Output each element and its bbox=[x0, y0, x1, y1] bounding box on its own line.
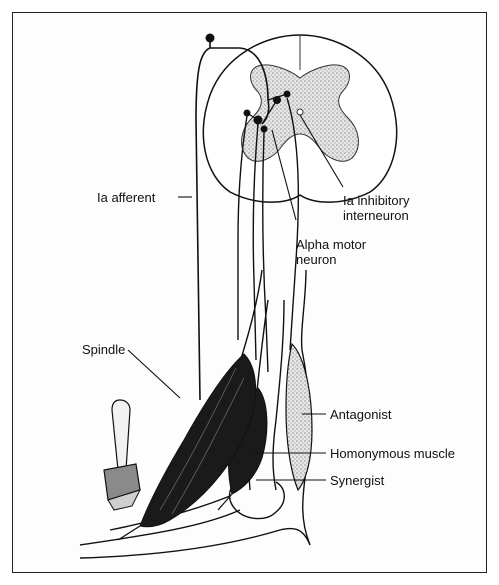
label-homonymous-muscle: Homonymous muscle bbox=[330, 446, 455, 461]
label-spindle: Spindle bbox=[82, 342, 125, 357]
homonymous-muscle bbox=[140, 354, 256, 527]
dorsal-root-ganglion bbox=[206, 34, 215, 43]
label-ia-inhibitory-interneuron-line2: interneuron bbox=[343, 208, 409, 223]
label-antagonist: Antagonist bbox=[330, 407, 391, 422]
label-ia-inhibitory-interneuron-line1: Ia inhibitory bbox=[343, 193, 409, 208]
spinal-cord bbox=[203, 35, 396, 202]
reflex-hammer-icon bbox=[104, 400, 140, 510]
label-alpha-motor-neuron-line2: neuron bbox=[296, 252, 336, 267]
label-synergist: Synergist bbox=[330, 473, 384, 488]
label-alpha-motor-neuron-line1: Alpha motor bbox=[296, 237, 366, 252]
antagonist-muscle bbox=[286, 344, 312, 490]
label-ia-afferent: Ia afferent bbox=[97, 190, 155, 205]
